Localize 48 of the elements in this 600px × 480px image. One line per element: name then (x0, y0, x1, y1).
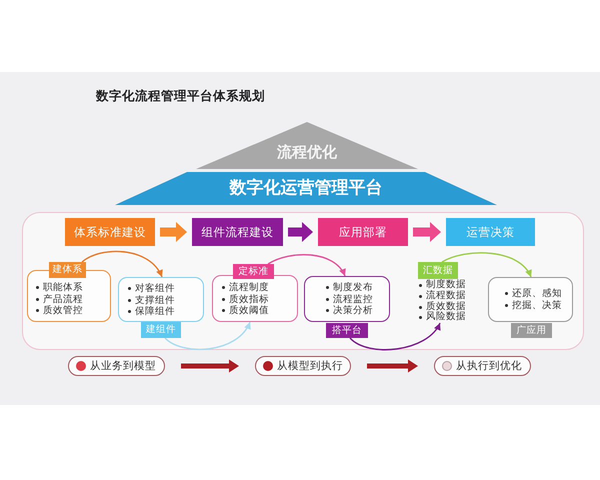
list-item: 保障组件 (135, 306, 175, 318)
pill-box (68, 356, 165, 376)
block-arrow (413, 222, 441, 242)
list-item: 质效数据 (426, 302, 466, 312)
tag-label: 建体系 (49, 262, 86, 278)
list-item: 流程制度 (229, 282, 269, 294)
process-box: 运营决策 (446, 218, 535, 246)
block-arrow (288, 222, 313, 242)
curved-arrow (350, 322, 441, 350)
tag-label: 广应用 (511, 323, 552, 338)
rounded-panel (22, 212, 584, 350)
heading-text: 数字化运营管理平台 (230, 178, 382, 198)
list-item: 风险数据 (426, 312, 466, 324)
list-item: 质效管控 (43, 305, 83, 316)
pill-text: 从业务到模型 (90, 359, 156, 374)
list-item: 质效指标 (229, 294, 269, 305)
list-item: 制度数据 (426, 280, 466, 290)
list-item: 对客组件 (135, 283, 175, 294)
list-item: 挖掘、决策 (512, 300, 562, 311)
list-item: 质效阈值 (229, 305, 269, 316)
process-box: 体系标准建设 (65, 218, 155, 246)
list-item: 还原、感知 (512, 288, 562, 300)
list-item: 流程数据 (426, 290, 466, 301)
curved-arrow (442, 252, 532, 278)
heading-text: 流程优化 (277, 143, 337, 161)
arrow (367, 360, 418, 372)
arrow (181, 360, 239, 372)
title: 数字化流程管理平台体系规划 (96, 88, 265, 104)
pill-box (255, 356, 351, 376)
block-arrow (160, 222, 187, 242)
list-item: 制度发布 (333, 282, 373, 294)
curved-arrow (82, 250, 163, 278)
list-item: 职能体系 (43, 282, 83, 294)
process-box: 应用部署 (318, 218, 408, 246)
tag-label: 搭平台 (326, 323, 368, 338)
list-item: 决策分析 (333, 305, 373, 316)
curved-arrow (164, 322, 251, 350)
list-item: 支撑组件 (135, 294, 175, 306)
list-item: 流程监控 (333, 294, 373, 305)
tag-label: 建组件 (141, 322, 181, 338)
pill-box (434, 356, 531, 376)
tag-label: 定标准 (233, 264, 274, 279)
pill-text: 从模型到执行 (277, 359, 343, 374)
tag-label: 汇数据 (418, 262, 458, 279)
list-item: 产品流程 (43, 294, 83, 305)
process-box: 组件流程建设 (192, 218, 283, 246)
pill-text: 从执行到优化 (456, 359, 522, 374)
curved-arrow (268, 254, 346, 276)
